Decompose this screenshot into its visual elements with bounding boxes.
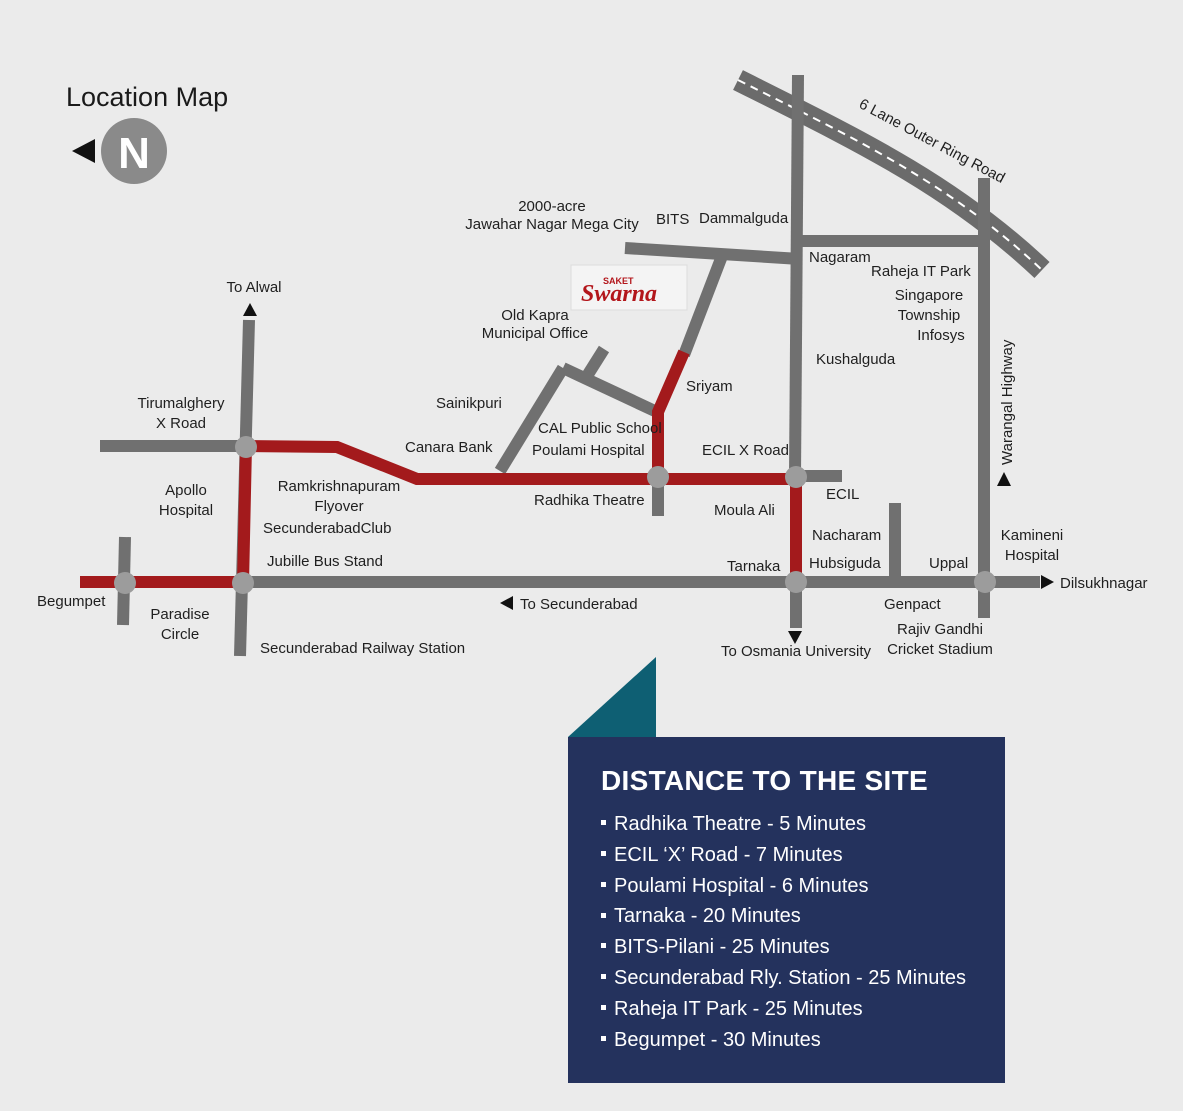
label-nacharam: Nacharam <box>812 527 881 544</box>
junctions <box>114 436 996 594</box>
bullet-icon <box>601 851 606 857</box>
label-ecil-x-road: ECIL X Road <box>702 442 789 459</box>
arrow-left-icon <box>500 596 513 610</box>
label-sainikpuri: Sainikpuri <box>436 395 502 412</box>
distance-item: ECIL ‘X’ Road - 7 Minutes <box>601 840 985 871</box>
road-sainikpuri <box>494 364 569 475</box>
bullet-icon <box>601 1035 606 1041</box>
road-bits-nagaram <box>624 242 801 265</box>
compass-arrow-left-icon <box>72 139 95 163</box>
label-tarnaka: Tarnaka <box>727 558 781 575</box>
label-genpact: Genpact <box>884 596 942 613</box>
logo-brand: SAKET <box>603 276 634 286</box>
road-sriyam-bits <box>678 253 728 358</box>
label-rajiv-1: Rajiv Gandhi <box>897 621 983 638</box>
junction-ecil-x <box>785 466 807 488</box>
distance-list: Radhika Theatre - 5 Minutes ECIL ‘X’ Roa… <box>601 809 985 1055</box>
north-compass-icon: N <box>101 118 167 184</box>
label-ecil: ECIL <box>826 486 859 503</box>
road-kapra-link <box>560 362 660 418</box>
label-ramkrishna-1: Ramkrishnapuram <box>278 478 401 495</box>
label-warangal-highway: Warangal Highway <box>999 339 1016 465</box>
label-secunderabad-railway: Secunderabad Railway Station <box>260 640 465 657</box>
distance-item: Begumpet - 30 Minutes <box>601 1025 985 1056</box>
label-paradise-1: Paradise <box>150 606 209 623</box>
place-labels: BITS Dammalguda 2000-acre Jawahar Nagar … <box>37 198 1148 660</box>
label-singapore-2: Township <box>898 307 961 324</box>
arrow-up-icon <box>243 303 257 316</box>
road-kapra-spur <box>581 345 610 380</box>
label-infosys: Infosys <box>917 327 965 344</box>
label-old-kapra-1: Old Kapra <box>501 307 569 324</box>
label-moula-ali: Moula Ali <box>714 502 775 519</box>
label-apollo-1: Apollo <box>165 482 207 499</box>
label-to-secunderabad: To Secunderabad <box>520 596 638 613</box>
label-uppal: Uppal <box>929 555 968 572</box>
label-jubille: Jubille Bus Stand <box>267 553 383 570</box>
label-kamineni-2: Hospital <box>1005 547 1059 564</box>
arrow-up-icon <box>997 472 1011 486</box>
junction-tirumalghery <box>235 436 257 458</box>
distance-item: Tarnaka - 20 Minutes <box>601 901 985 932</box>
label-cal-school: CAL Public School <box>538 420 662 437</box>
label-kamineni-1: Kamineni <box>1001 527 1064 544</box>
junction-uppal <box>974 571 996 593</box>
direction-arrows <box>72 139 1054 644</box>
distance-item: Raheja IT Park - 25 Minutes <box>601 994 985 1025</box>
label-jawahar-2: Jawahar Nagar Mega City <box>465 216 639 233</box>
label-ramkrishna-2: Flyover <box>314 498 363 515</box>
roads <box>80 74 1040 657</box>
map-title: Location Map <box>66 82 228 112</box>
bullet-icon <box>601 820 606 826</box>
outer-ring-road <box>733 70 1050 278</box>
route-to-site <box>80 349 802 588</box>
label-radhika: Radhika Theatre <box>534 492 645 509</box>
label-tirumalghery-2: X Road <box>156 415 206 432</box>
saket-swarna-logo: SAKET Swarna <box>570 264 688 311</box>
junction-radhika <box>647 466 669 488</box>
bullet-icon <box>601 1005 606 1010</box>
label-begumpet: Begumpet <box>37 593 106 610</box>
label-kushalguda: Kushalguda <box>816 351 896 368</box>
label-jawahar-1: 2000-acre <box>518 198 586 215</box>
logo-name: Swarna <box>581 281 657 307</box>
compass-letter: N <box>118 129 150 178</box>
distance-item: Secunderabad Rly. Station - 25 Minutes <box>601 963 985 994</box>
arrow-down-icon <box>788 631 802 644</box>
label-paradise-2: Circle <box>161 626 199 643</box>
label-to-alwal: To Alwal <box>226 279 281 296</box>
label-old-kapra-2: Municipal Office <box>482 325 588 342</box>
road-dammalguda-north <box>789 74 804 477</box>
label-singapore-1: Singapore <box>895 287 963 304</box>
label-nagaram: Nagaram <box>809 249 871 266</box>
label-sriyam: Sriyam <box>686 378 733 395</box>
label-hubsiguda: Hubsiguda <box>809 555 881 572</box>
bullet-icon <box>601 912 606 918</box>
label-tirumalghery-1: Tirumalghery <box>138 395 225 412</box>
distance-item: Radhika Theatre - 5 Minutes <box>601 809 985 840</box>
label-rajiv-2: Cricket Stadium <box>887 641 993 658</box>
bullet-icon <box>601 943 606 949</box>
label-poulami: Poulami Hospital <box>532 442 645 459</box>
distance-panel: DISTANCE TO THE SITE Radhika Theatre - 5… <box>568 737 1005 1083</box>
bullet-icon <box>601 974 606 980</box>
arrow-right-icon <box>1041 575 1054 589</box>
label-raheja: Raheja IT Park <box>871 263 971 280</box>
label-dilsukhnagar: Dilsukhnagar <box>1060 575 1148 592</box>
distance-title: DISTANCE TO THE SITE <box>601 765 928 796</box>
label-secunderabad-club: SecunderabadClub <box>263 520 391 537</box>
bullet-icon <box>601 881 606 887</box>
distance-panel-tab <box>568 657 656 737</box>
label-apollo-2: Hospital <box>159 502 213 519</box>
label-dammalguda: Dammalguda <box>699 210 789 227</box>
distance-item: Poulami Hospital - 6 Minutes <box>601 871 985 902</box>
label-canara: Canara Bank <box>405 439 493 456</box>
label-to-osmania: To Osmania University <box>721 643 872 660</box>
junction-begumpet <box>114 572 136 594</box>
junction-tarnaka <box>785 571 807 593</box>
label-bits: BITS <box>656 211 689 228</box>
distance-item: BITS-Pilani - 25 Minutes <box>601 932 985 963</box>
junction-paradise <box>232 572 254 594</box>
